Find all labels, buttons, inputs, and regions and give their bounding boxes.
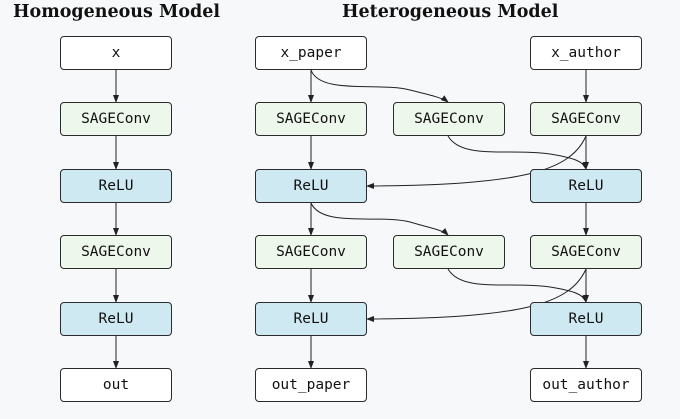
author-output-node: out_author bbox=[530, 368, 642, 402]
homo-input-node: x bbox=[60, 36, 172, 70]
homogeneous-title: Homogeneous Model bbox=[13, 2, 221, 22]
homo-relu-2: ReLU bbox=[60, 302, 172, 336]
cross-sageconv-2: SAGEConv bbox=[393, 235, 505, 269]
edge-cross-conv1-to-author-relu1 bbox=[447, 135, 587, 170]
author-input-node: x_author bbox=[530, 36, 642, 70]
paper-sageconv-2: SAGEConv bbox=[255, 235, 367, 269]
paper-output-node: out_paper bbox=[255, 368, 367, 402]
homo-output-node: out bbox=[60, 368, 172, 402]
edge-cross-conv2-to-author-relu2 bbox=[447, 268, 587, 303]
edge-xpaper-to-cross-conv1 bbox=[310, 69, 449, 103]
author-sageconv-2: SAGEConv bbox=[530, 235, 642, 269]
author-relu-2: ReLU bbox=[530, 302, 642, 336]
paper-relu-2: ReLU bbox=[255, 302, 367, 336]
paper-input-node: x_paper bbox=[255, 36, 367, 70]
homo-sageconv-1: SAGEConv bbox=[60, 102, 172, 136]
author-relu-1: ReLU bbox=[530, 169, 642, 203]
edge-author-conv2-to-paper-relu2 bbox=[366, 268, 587, 322]
paper-relu-1: ReLU bbox=[255, 169, 367, 203]
paper-sageconv-1: SAGEConv bbox=[255, 102, 367, 136]
edge-author-conv1-to-paper-relu1 bbox=[366, 135, 587, 189]
author-sageconv-1: SAGEConv bbox=[530, 102, 642, 136]
homo-sageconv-2: SAGEConv bbox=[60, 235, 172, 269]
heterogeneous-title: Heterogeneous Model bbox=[342, 2, 559, 22]
edge-paper-relu1-to-cross-conv2 bbox=[310, 202, 449, 236]
cross-sageconv-1: SAGEConv bbox=[393, 102, 505, 136]
homo-relu-1: ReLU bbox=[60, 169, 172, 203]
